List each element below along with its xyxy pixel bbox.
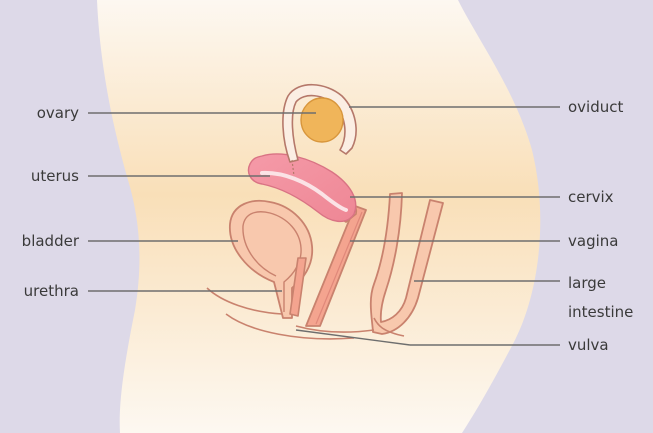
label-bladder: bladder xyxy=(22,232,80,250)
label-vagina: vagina xyxy=(568,232,618,250)
ovary-shape xyxy=(301,98,343,142)
label-urethra: urethra xyxy=(24,282,79,300)
label-vulva: vulva xyxy=(568,336,609,354)
label-cervix: cervix xyxy=(568,188,614,206)
label-oviduct: oviduct xyxy=(568,98,623,116)
body-silhouette xyxy=(97,0,540,433)
label-ovary: ovary xyxy=(37,104,79,122)
label-large-intestine-line1: large xyxy=(568,274,606,292)
label-large-intestine-line2: intestine xyxy=(568,303,633,321)
label-uterus: uterus xyxy=(31,167,79,185)
